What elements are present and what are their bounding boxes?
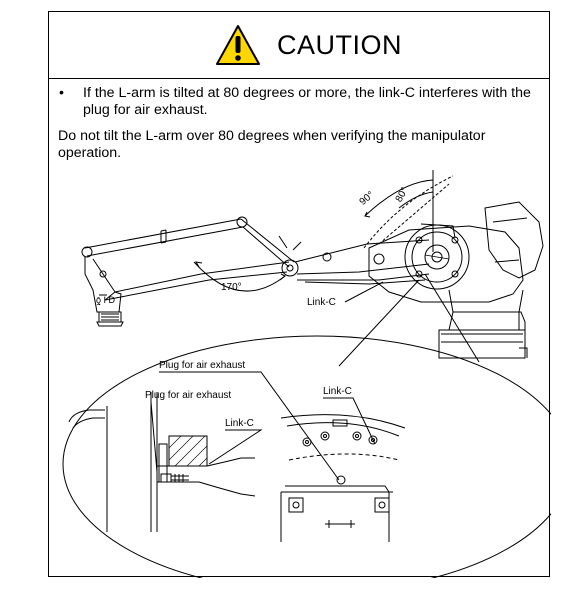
plug-label-top: Plug for air exhaust [159,360,245,371]
bullet-text: If the L-arm is tilted at 80 degrees or … [83,85,531,118]
warning-triangle-icon [216,25,260,65]
bullet-item: • If the L-arm is tilted at 80 degrees o… [58,85,543,119]
manipulator-diagram: ƍ̄ I D 170° [62,170,551,578]
caution-box: CAUTION • If the L-arm is tilted at 80 d… [48,11,551,578]
bullet-symbol: • [59,85,64,101]
caution-header: CAUTION [49,12,549,79]
svg-text:ƍ̄ I D: ƍ̄ I D [96,295,116,305]
link-c-left-label: Link-C [225,418,254,429]
plug-label-left: Plug for air exhaust [145,390,231,401]
link-c-right-label: Link-C [323,386,352,397]
robot-arm-drawing: ƍ̄ I D 170° [81,170,544,367]
link-c-main-label: Link-C [307,297,336,308]
detail-magnifier: Plug for air exhaust Link-C Plug for air… [62,335,551,578]
angle-90-label: 90° [358,190,377,208]
instruction-paragraph: Do not tilt the L-arm over 80 degrees wh… [58,128,486,161]
caution-title: CAUTION [277,30,402,60]
caution-body: • If the L-arm is tilted at 80 degrees o… [58,85,543,162]
angle-170-label: 170° [221,282,242,293]
